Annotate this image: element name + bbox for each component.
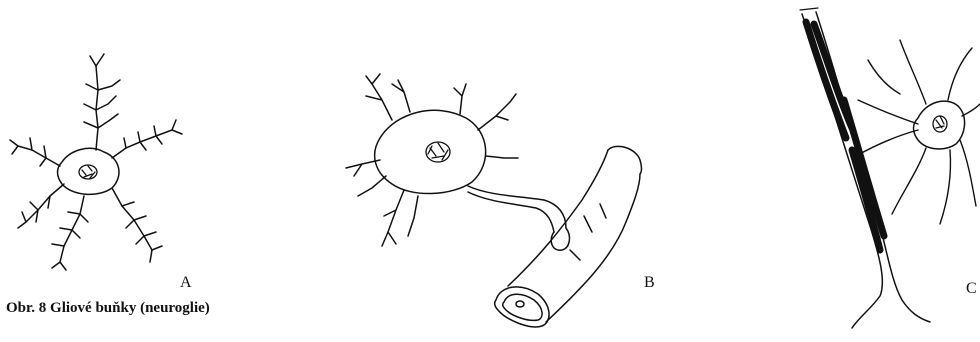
panel-c-oligodendrocyte [800,8,980,328]
oligodendrocyte-nucleus [933,116,947,132]
panel-label-a-text: A [180,274,192,292]
astrocyte-b-body [375,110,486,193]
panel-a-astrocyte [10,54,182,270]
myelin-sheath-1 [806,22,846,138]
blood-vessel-wall-bottom [546,174,640,322]
panel-label-c-text: C [966,280,977,298]
blood-vessel-cell [516,301,524,307]
blood-vessel-wall-top [508,150,608,286]
blood-vessel-lumen-inner [503,294,542,320]
axon [802,14,882,328]
panel-label-b-text: B [644,274,655,292]
blood-vessel-end-top [608,146,642,174]
figure-caption: Obr. 8 Gliové buňky (neuroglie) [6,300,210,317]
astrocyte-b-nucleus [426,142,450,162]
panel-b-astrocyte-vessel [346,74,642,327]
astrocyte-a-nucleus [79,165,97,179]
astrocyte-a-body [58,148,119,194]
